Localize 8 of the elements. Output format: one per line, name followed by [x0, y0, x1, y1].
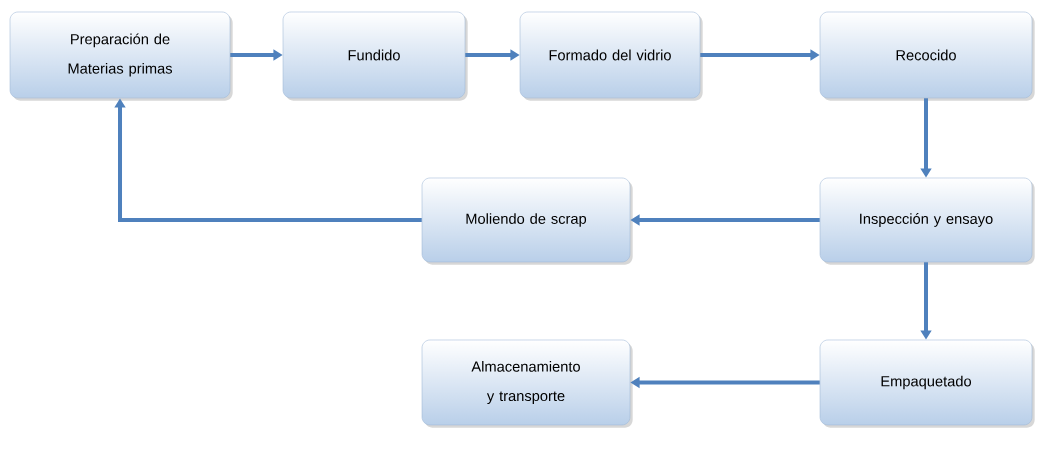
process-box: Inspección y ensayo — [819, 177, 1035, 265]
process-box: Fundido — [282, 11, 468, 101]
process-box: Almacenamiento y transporte — [421, 339, 633, 428]
process-box: Moliendo de scrap — [421, 177, 633, 265]
process-box: Formado del vidrio — [519, 11, 703, 101]
process-box: Empaquetado — [819, 339, 1035, 428]
process-box: Recocido — [819, 11, 1035, 101]
process-box: Preparación de Materias primas — [9, 11, 233, 101]
